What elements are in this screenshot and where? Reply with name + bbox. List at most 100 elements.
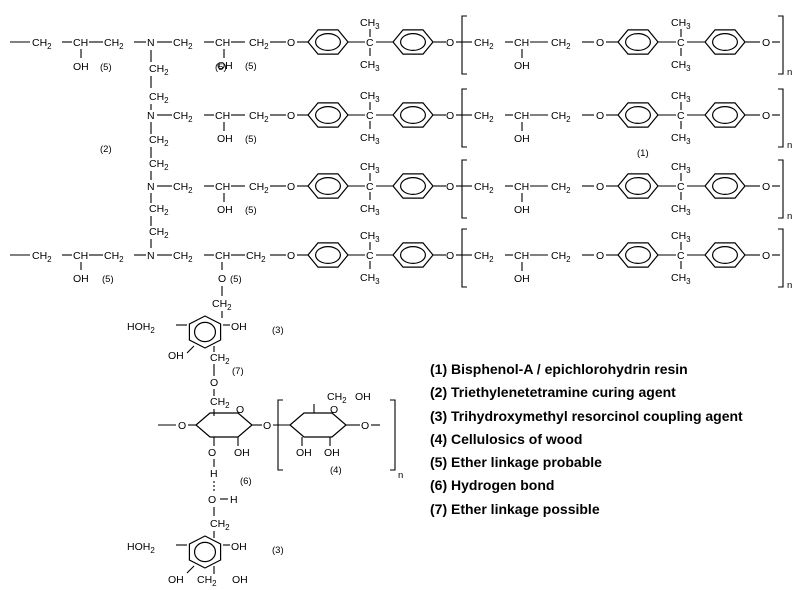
legend: (1) Bisphenol-A / epichlorohydrin resin … — [430, 358, 795, 521]
arm-2-ch2-a-text: CH — [173, 110, 188, 122]
resorcinol-top-hoh2c-subscript: 2 — [150, 326, 155, 335]
row-1-methyl-down-text: CH — [360, 59, 375, 71]
glucose-1-ring-oxygen: O — [236, 404, 244, 416]
row-3-repeat-hydroxyl-text: OH — [514, 204, 530, 216]
row-4-repeat-ether-oxygen: O — [596, 250, 604, 262]
row-4-phenyl-ring-a — [307, 242, 349, 268]
row-4-ether-oxygen-text: O — [287, 250, 295, 262]
glucose-2-oh-b: OH — [324, 447, 340, 459]
row-2-terminal-oxygen: O — [762, 110, 770, 122]
row-4-repeat-methyl-up: CH3 — [671, 230, 691, 244]
arm-3-ch2-b: CH2 — [249, 181, 269, 195]
hbond-hydrogen-text: H — [210, 468, 218, 480]
arm-1-ch2-a-text: CH — [173, 37, 188, 49]
row-2-repeat-methyl-down: CH3 — [671, 132, 691, 146]
repeat-bracket-left — [461, 88, 467, 148]
glycosidic-oxygen: O — [263, 420, 271, 432]
glucose-2-oh-a: OH — [296, 447, 312, 459]
legend-item-2: (2) Triethylenetetramine curing agent — [430, 384, 676, 401]
row-4-phenyl-ring-a-aromatic — [315, 246, 342, 265]
legend-item-1: (1) Bisphenol-A / epichlorohydrin resin — [430, 361, 688, 377]
hbond-hydrogen: H — [210, 468, 218, 480]
resorcinol-top-oh-left-text: OH — [168, 350, 184, 362]
row-2-methyl-up-text: CH — [360, 90, 375, 102]
marker-1-text: (1) — [637, 148, 649, 159]
amine-n2-text: N — [147, 110, 155, 122]
glucose-2-ch2oh: CH2 — [327, 391, 347, 405]
left-top-ch: CH — [73, 37, 88, 49]
row-2-repeat-n-text: n — [787, 140, 792, 151]
row-4-methyl-down-text: CH — [360, 272, 375, 284]
row-2-repeat-ether-oxygen: O — [596, 110, 604, 122]
hbond-donor-oxygen-text: O — [208, 447, 216, 459]
row-1-link-oxygen: O — [446, 37, 454, 49]
row-3-terminal-oxygen-text: O — [762, 181, 770, 193]
resorcinol-bottom-hoh2c-subscript: 2 — [150, 546, 155, 555]
resorcinol-ring-bottom-aromatic — [193, 541, 217, 563]
row-2-repeat-hydroxyl-text: OH — [514, 133, 530, 145]
arm-3-ch2-a-subscript: 2 — [188, 186, 193, 195]
arm-2-ch: CH — [215, 110, 230, 122]
row-1-repeat-ch: CH — [514, 37, 529, 49]
marker-2: (2) — [100, 144, 112, 155]
row-1-phenyl-ring-b — [392, 29, 434, 55]
row-4-repeat-methyl-up-text: CH — [671, 230, 686, 242]
row-1-ether-oxygen: O — [287, 37, 295, 49]
cellulose-ch2-text: CH — [210, 396, 225, 408]
glucose-2-ch2oh-subscript: 2 — [342, 396, 347, 405]
cellulose-o-left: O — [178, 420, 186, 432]
left-bottom-hydroxyl-text: OH — [73, 273, 89, 285]
backbone-ch2-3: CH2 — [149, 134, 169, 148]
row-3-repeat-ch-text: CH — [514, 181, 529, 193]
arm-3-ch2-b-text: CH — [249, 181, 264, 193]
row-1-methyl-down: CH3 — [360, 59, 380, 73]
row-1-repeat-quaternary-carbon-text: C — [677, 37, 685, 49]
glucose-1-oh-text: OH — [234, 447, 250, 459]
glucose-ring-1 — [195, 412, 253, 438]
row-2-phenyl-ring-a-aromatic — [315, 105, 342, 124]
marker-3-top: (3) — [272, 325, 284, 336]
row-2-methyl-up: CH3 — [360, 90, 380, 104]
glucose-2-ring-oxygen-text: O — [330, 404, 338, 416]
cellulose-repeat-n-text: n — [398, 470, 403, 481]
row-4-phenyl-ring-d-aromatic — [711, 246, 738, 265]
row-4-repeat-ch2-b-text: CH — [551, 250, 566, 262]
backbone-ch2-5: CH2 — [149, 203, 169, 217]
row-2-repeat-quaternary-carbon-text: C — [677, 110, 685, 122]
row-1-phenyl-ring-c — [617, 29, 659, 55]
row-3-repeat-ch2-a: CH2 — [474, 181, 494, 195]
row-1-phenyl-ring-a-aromatic — [315, 32, 342, 51]
resorcinol-bottom-ch2-text: CH — [210, 518, 225, 530]
row-3-phenyl-ring-a-aromatic — [315, 177, 342, 196]
legend-item-4: (4) Cellulosics of wood — [430, 430, 583, 447]
hbond-donor-oxygen: O — [208, 447, 216, 459]
repeat-bracket-right — [778, 159, 784, 219]
repeat-bracket-right — [778, 228, 784, 288]
row-3-repeat-n-text: n — [787, 211, 792, 222]
row-1-repeat-quaternary-carbon: C — [677, 37, 685, 49]
amine-n3: N — [147, 181, 155, 193]
left-bottom-marker-5: (5) — [102, 274, 114, 285]
row-1-repeat-hydroxyl-text: OH — [514, 60, 530, 72]
left-top-ch2-subscript: 2 — [47, 42, 52, 51]
row-1-repeat-methyl-up-subscript: 3 — [686, 22, 691, 31]
marker-1: (1) — [637, 148, 649, 159]
arm-2-marker-5-text: (5) — [245, 134, 257, 145]
resorcinol-bottom-oh-right: OH — [231, 541, 247, 553]
glucose-2-ch2oh-oh: OH — [355, 391, 371, 403]
resorcinol-bottom-ch2-subscript: 2 — [225, 523, 230, 532]
backbone-ch2-4-text: CH — [149, 158, 164, 170]
resorcinol-link-ch2-subscript: 2 — [227, 303, 232, 312]
row-2-repeat-n: n — [787, 140, 792, 151]
row-2-ether-oxygen-text: O — [287, 110, 295, 122]
row4-ch: CH — [215, 250, 230, 262]
row-2-repeat-methyl-up-subscript: 3 — [686, 95, 691, 104]
left-top-ch2-b-subscript: 2 — [119, 42, 124, 51]
row-4-phenyl-ring-b-aromatic — [400, 246, 427, 265]
resorcinol-bottom-hoh2c-text: HOH — [127, 541, 150, 553]
row-3-methyl-down-text: CH — [360, 203, 375, 215]
arm-1-ch2-a-subscript: 2 — [188, 42, 193, 51]
arm-2-ch2-b-text: CH — [249, 110, 264, 122]
resorcinol-top-oh-right: OH — [231, 321, 247, 333]
cellulose-repeat-n: n — [398, 470, 403, 481]
